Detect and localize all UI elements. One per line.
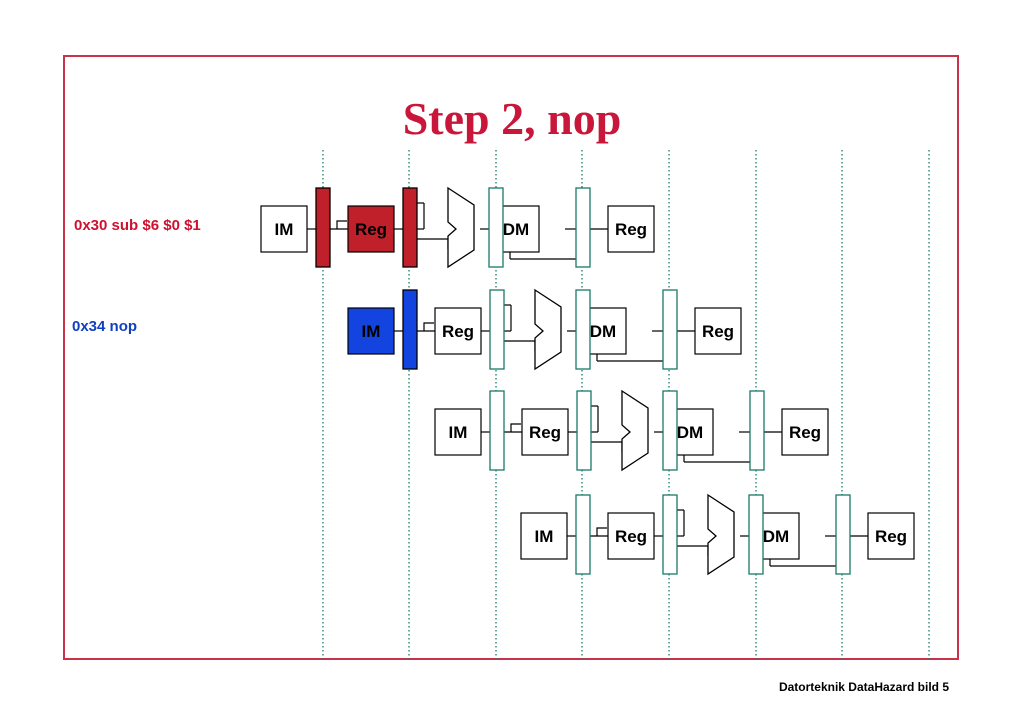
instruction-label-nop: 0x34 nop: [72, 318, 138, 335]
im-stage-label: IM: [535, 527, 554, 546]
slide-frame: [63, 55, 959, 660]
reg-writeback-stage-label: Reg: [615, 220, 647, 239]
reg-writeback-stage-label: Reg: [875, 527, 907, 546]
alu-shape: [707, 493, 735, 576]
alu-shape: [621, 389, 649, 472]
pipeline-register-mem-wb: [662, 289, 678, 370]
reg-stage-label: Reg: [355, 220, 387, 239]
reg-writeback-stage-box: [694, 307, 742, 355]
footer-text: Datorteknik DataHazard bild 5: [778, 680, 949, 694]
pipeline-register-if-id: [402, 289, 418, 370]
reg-stage-box: [607, 512, 655, 560]
im-stage-label: IM: [362, 322, 381, 341]
dm-stage-label: DM: [590, 322, 616, 341]
pipeline-register-if-id: [489, 390, 505, 471]
slide-title: Step 2, nop: [402, 93, 622, 144]
dm-stage-label: DM: [763, 527, 789, 546]
pipeline-register-id-ex: [662, 494, 678, 575]
reg-stage-box: [521, 408, 569, 456]
reg-writeback-stage-box: [607, 205, 655, 253]
alu-shape: [534, 288, 562, 371]
pipeline-register-ex-mem: [662, 390, 678, 471]
im-stage-box: [434, 408, 482, 456]
reg-stage-box: [434, 307, 482, 355]
reg-stage-box: [347, 205, 395, 253]
im-stage-box: [260, 205, 308, 253]
dm-stage-label: DM: [677, 423, 703, 442]
junction-mark: [336, 220, 347, 229]
reg-stage-label: Reg: [615, 527, 647, 546]
im-stage-box: [347, 307, 395, 355]
instruction-label-sub: 0x30 sub $6 $0 $1: [74, 217, 201, 234]
im-stage-box: [520, 512, 568, 560]
pipeline-register-ex-mem: [575, 289, 591, 370]
pipeline-register-if-id: [315, 187, 331, 268]
reg-stage-label: Reg: [442, 322, 474, 341]
pipeline-register-ex-mem: [748, 494, 764, 575]
reg-writeback-stage-box: [867, 512, 915, 560]
pipeline-register-mem-wb: [835, 494, 851, 575]
pipeline-register-ex-mem: [488, 187, 504, 268]
pipeline-register-mem-wb: [749, 390, 765, 471]
reg-writeback-stage-box: [781, 408, 829, 456]
reg-writeback-stage-label: Reg: [789, 423, 821, 442]
im-stage-label: IM: [449, 423, 468, 442]
pipeline-register-if-id: [575, 494, 591, 575]
pipeline-register-id-ex: [576, 390, 592, 471]
pipeline-register-mem-wb: [575, 187, 591, 268]
reg-writeback-stage-label: Reg: [702, 322, 734, 341]
pipeline-register-id-ex: [489, 289, 505, 370]
dm-stage-label: DM: [503, 220, 529, 239]
reg-stage-label: Reg: [529, 423, 561, 442]
im-stage-label: IM: [275, 220, 294, 239]
junction-mark: [596, 527, 607, 536]
junction-mark: [510, 423, 521, 432]
alu-shape: [447, 186, 475, 269]
pipeline-register-id-ex: [402, 187, 418, 268]
junction-mark: [423, 322, 434, 331]
